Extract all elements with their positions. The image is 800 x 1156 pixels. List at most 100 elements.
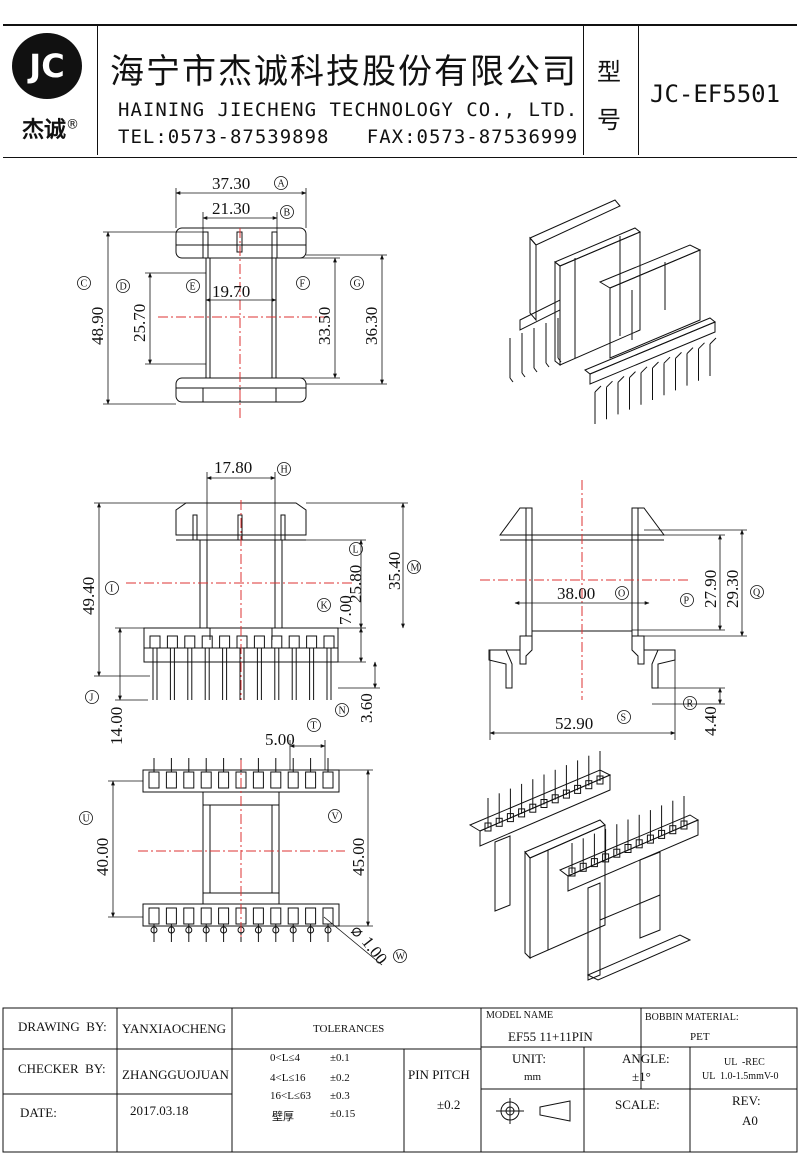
dim-F-value: 33.50 [315,307,334,345]
tag-K: K [321,601,329,612]
tag-G: G [354,279,361,290]
iso-pin [646,810,654,844]
tolerance-row-0-range: 0<L≤4 [270,1052,300,1064]
logo-divider [97,24,98,155]
drawing-by-label: DRAWING BY: [18,1019,107,1034]
unit-label: UNIT: [512,1051,547,1066]
tag-U: U [83,814,91,825]
bottom-pin-lower [322,907,334,942]
tag-M: M [411,563,420,574]
tag-A: A [278,179,286,190]
bottom-pin-lower [165,907,177,942]
dim-I-value: 49.40 [79,577,98,615]
dim-B-value: 21.30 [212,199,250,218]
dim-U-value: 40.00 [93,838,112,876]
tag-J: J [90,693,94,704]
bottom-view-pins [148,758,334,942]
iso-pin [709,337,717,376]
dim-L-value: 25.80 [346,565,365,603]
dim-G-value: 36.30 [362,307,381,345]
angle-value: ±1° [632,1069,651,1084]
front-view-dims [94,472,408,701]
bottom-pin-upper [183,758,195,789]
tag-E: E [190,282,196,293]
iso-pin [675,352,682,391]
isometric-view-top-pins [509,318,717,424]
iso-pin [521,333,526,378]
technical-drawing: 37.30 21.30 19.70 48.90 25.70 33.50 36.3… [77,174,764,981]
isometric-view-top [519,199,716,385]
iso-pin [506,788,514,823]
bottom-pin-upper [322,758,334,789]
iso-pin [509,338,514,383]
model-number: JC-EF5501 [650,80,781,108]
front-pin [253,635,265,700]
front-pin [201,635,213,700]
tolerance-row-1-tol: ±0.2 [330,1072,350,1084]
dim-Q-value: 29.30 [723,570,742,608]
top-view [175,227,307,403]
dim-C-value: 48.90 [88,307,107,345]
front-pin [166,635,178,700]
dim-V-value: 45.00 [349,838,368,876]
rev-label: REV: [732,1093,761,1108]
tag-V: V [332,812,340,823]
bottom-pin-lower [218,907,230,942]
header-frame [3,24,797,158]
side-view-tags: O P Q R S [615,585,764,724]
iso-pin [529,779,537,813]
iso-pin [686,347,694,386]
dim-E-value: 19.70 [212,282,250,301]
date-label: DATE: [20,1105,57,1120]
iso-pin [635,814,643,849]
tag-O: O [618,589,625,600]
bottom-pin-upper [200,758,212,789]
tolerance-row-3-range: 壁厚 [272,1110,294,1123]
tag-L: L [353,545,359,556]
tolerance-row-2-tol: ±0.3 [330,1090,350,1102]
dim-D-value: 25.70 [130,304,149,342]
bobbin-material-value: PET [690,1031,710,1043]
iso-pin [663,356,671,396]
dim-W-value: 1.00 [358,933,391,968]
type-label-2: 号 [597,106,621,134]
front-view-tags: H I J K L M N [85,462,421,717]
tag-R: R [687,699,694,710]
title-block: DRAWING BY: YANXIAOCHENG CHECKER BY: ZHA… [0,1007,800,1156]
tolerance-row-1-range: 4<L≤16 [270,1072,306,1084]
front-pin [219,635,231,700]
dim-J-value: 14.00 [107,707,126,745]
top-view-lower-flange [175,377,307,403]
dim-P-value: 27.90 [701,570,720,608]
rev-value: A0 [742,1113,758,1128]
bottom-pin-upper [287,758,299,789]
top-view-dim-text: 37.30 21.30 19.70 48.90 25.70 33.50 36.3… [88,174,381,345]
iso-pin [518,783,526,818]
bottom-pin-lower [183,907,195,942]
tolerance-row-0-tol: ±0.1 [330,1052,350,1064]
bottom-view-dims [108,740,383,966]
bottom-pin-lower [252,907,264,942]
dim-K-value: 7.00 [336,595,355,625]
tolerances-label: TOLERANCES [313,1023,385,1035]
iso-pin [533,328,538,373]
bottom-pin-upper [270,758,282,789]
tolerance-row-2-range: 16<L≤63 [270,1090,311,1102]
front-view-dim-text: 17.80 49.40 14.00 7.00 25.80 35.40 3.60 [79,458,404,745]
top-view-tags: A B C D E F G [77,176,364,293]
tag-F: F [300,279,306,290]
bottom-pin-upper [218,758,230,789]
tag-S: S [621,713,627,724]
side-view-dims [489,529,747,740]
dim-R-value: 4.40 [701,706,720,736]
iso-pin [629,371,636,410]
company-logo: JC [12,33,82,99]
checker-by-value: ZHANGGUOJUAN [122,1067,229,1082]
iso-pin [484,798,492,832]
tag-I: I [110,584,113,595]
iso-pin [579,838,587,872]
iso-pin [669,800,677,835]
tag-D: D [120,282,127,293]
model-name-value: EF55 11+11PIN [508,1029,593,1044]
iso-pin [557,318,562,363]
